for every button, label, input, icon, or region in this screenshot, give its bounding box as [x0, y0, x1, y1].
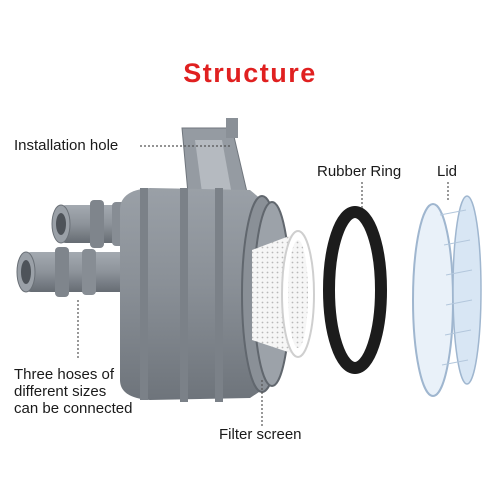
- diagram-title: Structure: [183, 58, 317, 88]
- callout-lines: [77, 145, 449, 426]
- hoses-label-line-3: can be connected: [14, 400, 133, 417]
- hoses-label-line-2: different sizes: [14, 383, 107, 400]
- filter-screen: [252, 230, 315, 358]
- hoses-label: Three hoses of different sizes can be co…: [14, 366, 164, 417]
- lid-label: Lid: [437, 163, 458, 180]
- installation-hole: [226, 118, 238, 138]
- hose-connector-lower: [16, 247, 135, 297]
- filter-screen-label: Filter screen: [219, 426, 302, 443]
- rubber-ring-label: Rubber Ring: [317, 163, 402, 180]
- rubber-ring: [323, 206, 387, 374]
- clear-lid: [412, 195, 482, 397]
- hoses-label-line-1: Three hoses of: [14, 366, 115, 383]
- installation-hole-label: Installation hole: [14, 137, 119, 154]
- hose-connector-upper: [51, 200, 135, 248]
